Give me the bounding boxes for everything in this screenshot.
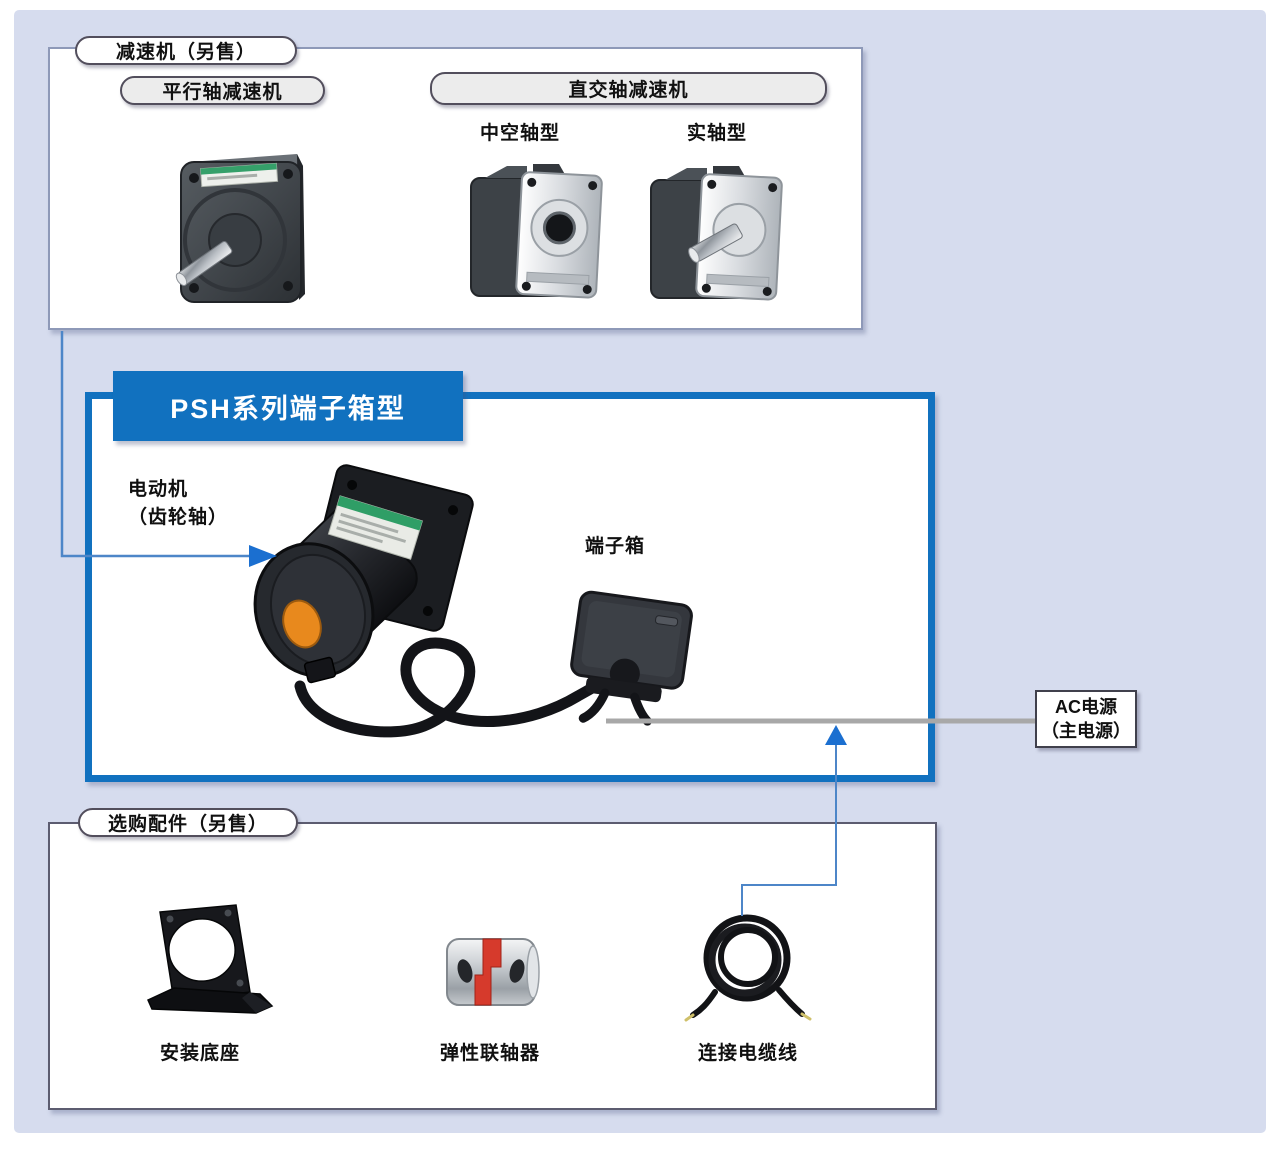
- ac-power-line1: AC电源: [1055, 697, 1117, 717]
- solid-shaft-gearhead-image: [650, 166, 783, 301]
- coupling-label: 弹性联轴器: [439, 1043, 540, 1064]
- hollow-shaft-type-label: 中空轴型: [479, 123, 560, 144]
- coupling-image: [446, 938, 540, 1006]
- connection-cable-image: [684, 914, 812, 1022]
- motor-label-line2: （齿轮轴）: [128, 507, 229, 528]
- accessories-section-title: 选购配件（另售）: [78, 808, 298, 837]
- ac-power-box: AC电源 （主电源）: [1035, 690, 1137, 748]
- motor-and-terminal-box-image: [253, 464, 693, 738]
- connection-cable-label: 连接电缆线: [697, 1043, 798, 1064]
- psh-section-title: PSH系列端子箱型: [113, 371, 463, 441]
- terminal-box-image: [570, 590, 693, 726]
- motor-cable: [294, 637, 600, 738]
- solid-shaft-type-label: 实轴型: [686, 123, 747, 144]
- parallel-gearhead-image: [175, 154, 305, 303]
- gearhead-section-title: 减速机（另售）: [75, 36, 297, 65]
- motor-label-line1: 电动机: [128, 479, 189, 500]
- motor-cap: [282, 599, 322, 649]
- parallel-gearhead-label: 平行轴减速机: [120, 76, 325, 105]
- mounting-base-image: [147, 904, 274, 1014]
- ac-power-line2: （主电源）: [1041, 721, 1131, 741]
- motor-label: 电动机 （齿轮轴）: [128, 476, 228, 532]
- right-angle-gearhead-label: 直交轴减速机: [430, 72, 827, 105]
- terminal-box-label: 端子箱: [585, 536, 646, 557]
- mounting-base-label: 安装底座: [159, 1043, 240, 1064]
- hollow-shaft-gearhead-image: [470, 164, 603, 299]
